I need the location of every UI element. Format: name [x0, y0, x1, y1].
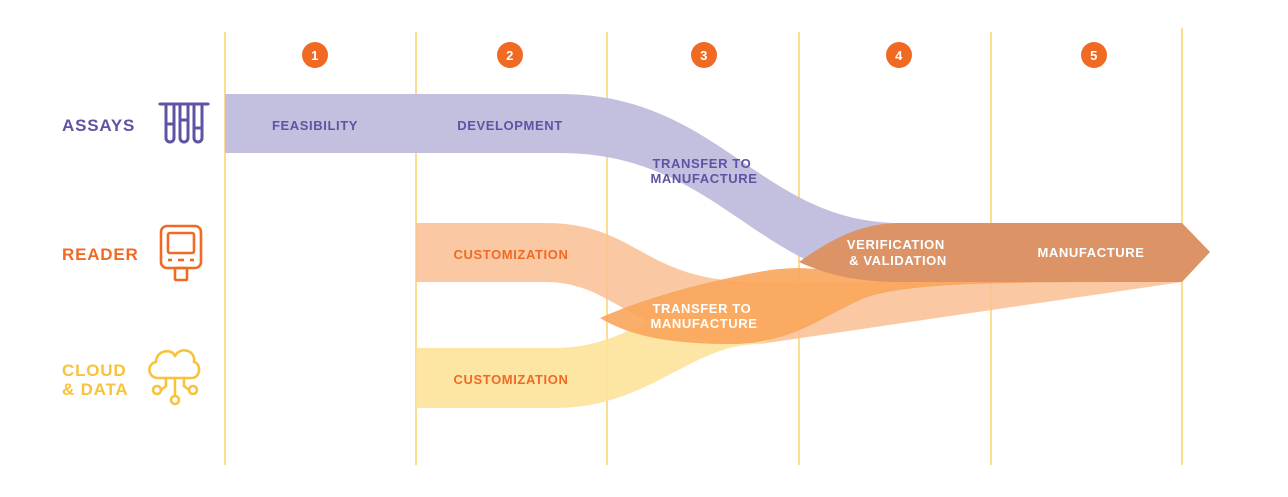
reader-device-icon: [159, 224, 203, 282]
transfer-overlap-band: [600, 268, 1182, 344]
cloud-network-icon: [148, 349, 201, 406]
step-number: 5: [1090, 48, 1098, 63]
reader-transfer-label: TRANSFER TO MANUFACTURE: [651, 301, 758, 331]
row-label-reader: READER: [62, 245, 139, 264]
step-number: 2: [506, 48, 514, 63]
row-labels: ASSAYS READER CLOUD & DATA: [62, 116, 139, 399]
step-circle: [691, 42, 717, 68]
step-number: 3: [700, 48, 708, 63]
step-marker-5: 5: [1081, 42, 1107, 68]
final-arrow-band: [799, 223, 1210, 282]
step-marker-4: 4: [886, 42, 912, 68]
reader-customization-label: CUSTOMIZATION: [454, 247, 569, 262]
manufacture-label: MANUFACTURE: [1038, 245, 1145, 260]
test-tubes-icon: [158, 102, 210, 144]
step-circle: [886, 42, 912, 68]
step-number: 4: [895, 48, 903, 63]
cloud-customization-label: CUSTOMIZATION: [454, 372, 569, 387]
development-label: DEVELOPMENT: [457, 118, 563, 133]
step-circle: [302, 42, 328, 68]
step-marker-2: 2: [497, 42, 523, 68]
step-circle: [497, 42, 523, 68]
flow-bands: [225, 94, 1210, 408]
step-number: 1: [311, 48, 319, 63]
verification-label: VERIFICATION & VALIDATION: [847, 237, 949, 268]
step-circle: [1081, 42, 1107, 68]
band-labels: FEASIBILITY DEVELOPMENT TRANSFER TO MANU…: [272, 118, 1145, 387]
row-label-cloud: CLOUD & DATA: [62, 361, 132, 399]
feasibility-label: FEASIBILITY: [272, 118, 358, 133]
row-label-assays: ASSAYS: [62, 116, 135, 135]
step-markers: 1 2 3 4 5: [302, 42, 1107, 68]
step-marker-1: 1: [302, 42, 328, 68]
step-marker-3: 3: [691, 42, 717, 68]
assays-transfer-label: TRANSFER TO MANUFACTURE: [651, 156, 758, 186]
